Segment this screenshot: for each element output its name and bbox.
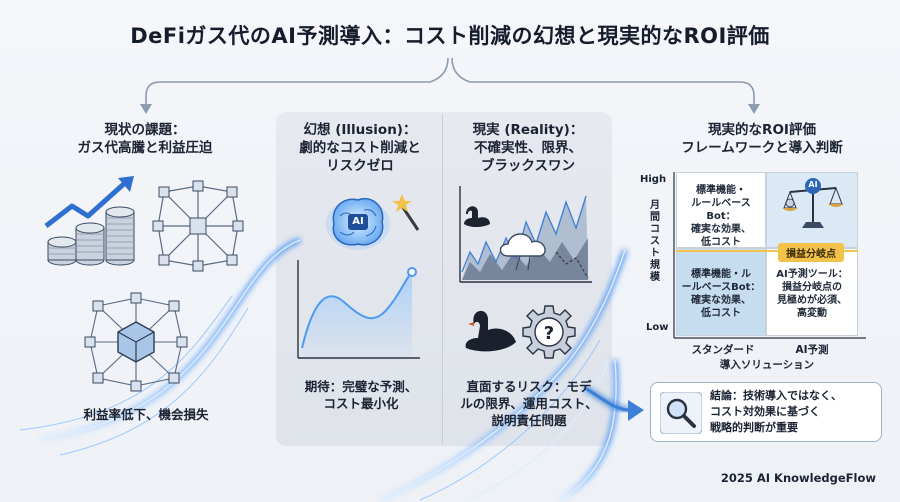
quadrant-tl-text: 標準機能・ ルールベースBot： 確実な効果、 低コスト <box>678 184 764 249</box>
illusion-heading-line2: 劇的なコスト削減と <box>299 140 421 156</box>
challenge-caption: 利益率低下、機会損失 <box>83 407 209 422</box>
reality-heading-line3: ブラックスワン <box>480 158 576 174</box>
magnifier-icon <box>660 392 702 434</box>
quadrant-bl-text: 標準機能・ル ールベースBot： 確実な効果、 低コスト <box>678 268 764 320</box>
reality-heading: 現実 (Reality)： 不確実性、限界、 ブラックスワン <box>448 121 608 175</box>
x-axis-label: 導入ソリューション <box>719 359 815 371</box>
reality-heading-line2: 不確実性、限界、 <box>474 140 582 156</box>
challenge-heading: 現状の課題： ガス代高騰と利益圧迫 <box>40 121 250 157</box>
challenge-heading-line1: 現状の課題： <box>104 122 186 138</box>
question-gear-icon: ? <box>522 305 576 359</box>
tl-line1: 標準機能・ <box>696 185 746 196</box>
br-line3: 見極めが必須、 <box>777 295 847 306</box>
bl-line2: ールベースBot： <box>681 282 761 293</box>
conclusion-line2: コスト対効果に基づく <box>710 405 820 418</box>
rising-coins-icon <box>44 176 135 266</box>
challenge-heading-line2: ガス代高騰と利益圧迫 <box>77 140 213 156</box>
reality-caption-line3: 説明責任問題 <box>491 413 567 428</box>
panel-divider <box>442 114 443 444</box>
x-axis-ai: AI予測 <box>795 344 829 356</box>
illusion-heading: 幻想 (Illusion)： 劇的なコスト削減と リスクゼロ <box>284 121 436 175</box>
tl-line4: 低コスト <box>701 237 741 248</box>
illusion-caption: 期待：完璧な予測、 コスト最小化 <box>286 378 436 412</box>
conclusion-text: 結論：技術導入ではなく、 コスト対効果に基づく 戦略的判断が重要 <box>710 388 880 436</box>
roi-matrix-axes <box>673 172 866 339</box>
breakeven-badge: 損益分岐点 <box>778 243 844 262</box>
quadrant-ai-low <box>766 248 858 336</box>
quadrant-standard-high <box>676 172 766 248</box>
bl-line3: 確実な効果、 <box>691 295 751 306</box>
reality-caption: 直面するリスク：モデ ルの限界、運用コスト、 説明責任問題 <box>448 378 610 429</box>
y-axis-label: 月間コスト規模 <box>650 200 660 283</box>
breakeven-line <box>676 250 858 252</box>
roi-heading-line2: フレームワークと導入判断 <box>681 140 843 156</box>
x-axis-standard: スタンダード <box>691 344 755 356</box>
illusion-heading-line3: リスクゼロ <box>326 158 394 174</box>
bl-line1: 標準機能・ル <box>691 269 751 280</box>
black-swan-icon <box>465 310 516 352</box>
tl-line2: ルールベースBot： <box>691 198 751 222</box>
roi-heading-line1: 現実的なROI評価 <box>708 122 816 138</box>
balance-scale-icon <box>782 178 844 228</box>
scale-ai-label: AI <box>808 180 818 189</box>
conclusion-line3: 戦略的判断が重要 <box>710 421 798 434</box>
bl-line4: 低コスト <box>701 308 741 319</box>
y-axis-high: High <box>640 174 667 185</box>
quadrant-standard-low <box>676 248 766 336</box>
conclusion-line1: 結論：技術導入ではなく、 <box>710 389 842 402</box>
illusion-caption-line2: コスト最小化 <box>323 396 399 411</box>
ai-chip-label: AI <box>352 216 364 227</box>
footer-credit: 2025 AI KnowledgeFlow <box>720 471 876 485</box>
page-title: DeFiガス代のAI予測導入：コスト削減の幻想と現実的なROI評価 <box>130 24 770 48</box>
reality-volatile-chart <box>459 186 592 283</box>
roi-heading: 現実的なROI評価 フレームワークと導入判断 <box>652 121 872 157</box>
illusion-heading-line1: 幻想 (Illusion)： <box>303 122 417 138</box>
quadrant-br-text: AI予測ツール： 損益分岐点の 見極めが必須、 高変動 <box>768 268 856 320</box>
blockchain-cube-icon <box>84 292 188 392</box>
reality-caption-line1: 直面するリスク：モデ <box>466 379 592 394</box>
illusion-caption-line1: 期待：完璧な予測、 <box>304 379 418 394</box>
illusion-cost-chart <box>297 260 420 359</box>
br-line2: 損益分岐点の <box>782 282 842 293</box>
br-line1: AI予測ツール： <box>776 269 848 280</box>
reality-caption-line2: ルの限界、運用コスト、 <box>460 396 598 411</box>
tl-line3: 確実な効果、 <box>691 224 751 235</box>
ai-brain-icon <box>326 194 420 250</box>
y-axis-low: Low <box>646 322 669 333</box>
blockchain-network-icon <box>152 180 244 272</box>
br-line4: 高変動 <box>797 308 827 319</box>
reality-heading-line1: 現実 (Reality)： <box>472 122 584 138</box>
svg-text:?: ? <box>544 323 554 344</box>
